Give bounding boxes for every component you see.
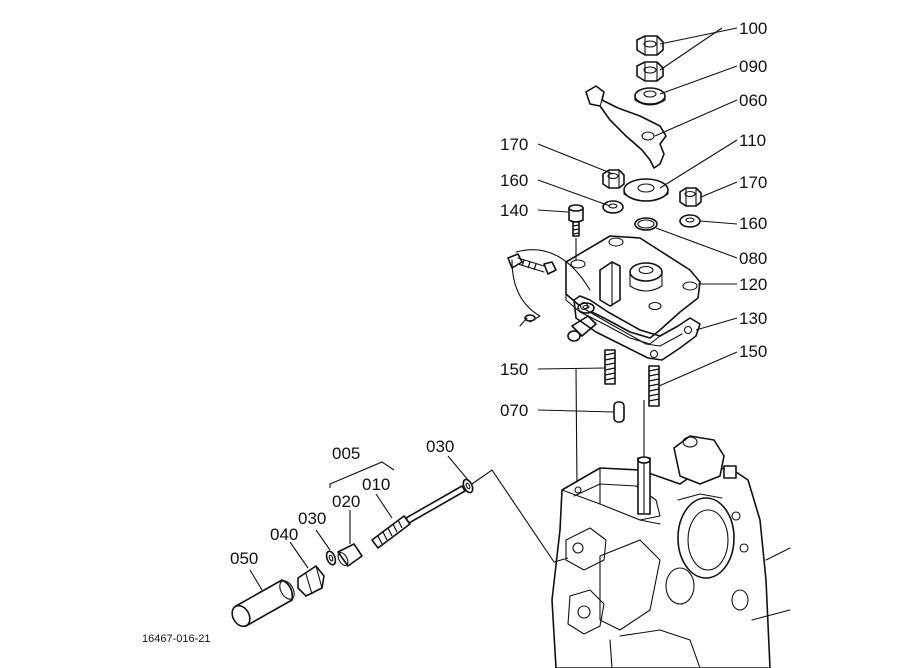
label-140: 140 xyxy=(500,201,528,220)
label-030-upper: 030 xyxy=(426,437,454,456)
part-040-nut xyxy=(297,565,325,597)
part-160-washer-left xyxy=(602,200,624,214)
nut-top xyxy=(636,35,664,56)
label-100: 100 xyxy=(739,19,767,38)
label-130: 130 xyxy=(739,309,767,328)
part-140-bolt xyxy=(568,204,584,237)
assembly-lines xyxy=(575,238,645,489)
label-080: 080 xyxy=(739,249,767,268)
part-170-nut-right xyxy=(679,187,702,207)
document-code: 16467-016-21 xyxy=(142,633,211,645)
label-005: 005 xyxy=(332,444,360,463)
label-030-lower: 030 xyxy=(298,509,326,528)
group-bracket-005 xyxy=(329,461,395,488)
assembly-axis-governor xyxy=(471,469,569,563)
label-160-right: 160 xyxy=(739,214,767,233)
part-010-adjusting-screw xyxy=(371,485,466,549)
part-150-stud-left xyxy=(604,349,616,385)
part-100-nuts xyxy=(636,35,664,82)
label-110: 110 xyxy=(739,131,766,150)
label-160-left: 160 xyxy=(500,171,528,190)
part-170-nut-left xyxy=(602,169,625,189)
part-160-washer-right xyxy=(679,214,701,228)
label-170-left: 170 xyxy=(500,135,528,154)
gear-case-housing xyxy=(551,435,791,668)
label-060: 060 xyxy=(739,91,767,110)
part-030-washer-small xyxy=(325,550,337,566)
part-130-gasket xyxy=(573,295,701,361)
part-020-bushing xyxy=(337,543,363,567)
part-090-washer xyxy=(634,87,666,106)
label-020: 020 xyxy=(332,492,360,511)
label-150-left: 150 xyxy=(500,360,528,379)
label-120: 120 xyxy=(739,275,767,294)
label-150-right: 150 xyxy=(739,342,767,361)
nut-second xyxy=(636,61,664,82)
label-040: 040 xyxy=(270,525,298,544)
label-050: 050 xyxy=(230,549,258,568)
leader-lines xyxy=(249,27,738,591)
part-060-lever xyxy=(585,85,667,169)
part-050-cap xyxy=(231,579,295,628)
label-010: 010 xyxy=(362,475,390,494)
label-090: 090 xyxy=(739,57,767,76)
part-110-washer xyxy=(623,178,669,202)
part-080-o-ring xyxy=(634,217,658,231)
part-070-key xyxy=(613,401,625,423)
label-170-right: 170 xyxy=(739,173,767,192)
label-070: 070 xyxy=(500,401,528,420)
part-150-stud-right xyxy=(648,365,660,407)
part-030-washer-large xyxy=(462,478,474,494)
part-120-cover xyxy=(507,235,701,345)
